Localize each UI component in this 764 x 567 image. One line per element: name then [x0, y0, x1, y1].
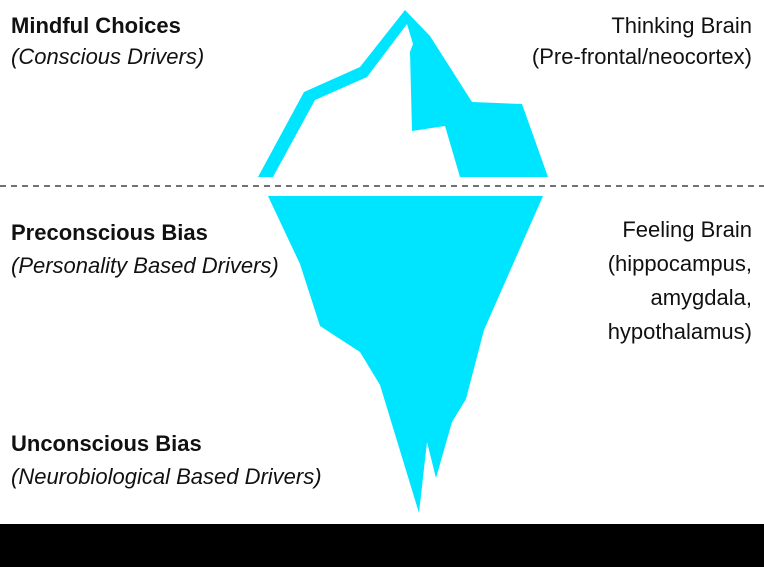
unconscious-bias-title: Unconscious Bias	[11, 431, 202, 456]
personality-drivers-subtitle: (Personality Based Drivers)	[11, 253, 279, 278]
preconscious-bias-title: Preconscious Bias	[11, 220, 208, 245]
iceberg-tip	[258, 10, 548, 177]
mindful-choices-title: Mindful Choices	[11, 13, 181, 38]
feeling-brain-hippocampus: (hippocampus,	[607, 251, 752, 276]
feeling-brain-amygdala: amygdala,	[650, 285, 752, 310]
neurobiological-drivers-subtitle: (Neurobiological Based Drivers)	[11, 464, 322, 489]
thinking-brain-subtitle: (Pre-frontal/neocortex)	[531, 44, 752, 69]
thinking-brain-title: Thinking Brain	[611, 13, 752, 38]
conscious-drivers-subtitle: (Conscious Drivers)	[11, 44, 205, 69]
feeling-brain-title: Feeling Brain	[622, 217, 752, 242]
iceberg-underwater	[268, 196, 543, 513]
bottom-bar	[0, 524, 764, 567]
feeling-brain-hypothalamus: hypothalamus)	[607, 319, 752, 344]
